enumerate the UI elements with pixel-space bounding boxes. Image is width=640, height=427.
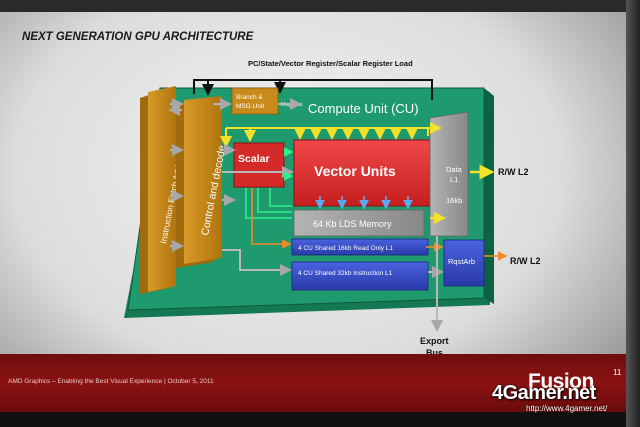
branch-msg-unit xyxy=(231,87,279,115)
instruction-fetch-arbitration-block xyxy=(140,86,176,294)
vector-units-block xyxy=(293,139,431,207)
branch-label-line1: Branch & xyxy=(236,94,263,101)
data-l1-block xyxy=(429,111,469,237)
watermark-name: 4Gamer.net xyxy=(492,382,596,404)
control-arrows xyxy=(168,98,302,252)
register-load-bracket xyxy=(193,79,433,100)
lds-memory-block xyxy=(293,209,425,237)
branch-label-line2: MSG Unit xyxy=(236,103,264,110)
fusion-logo-superscript: 11 xyxy=(613,368,622,377)
green-signal-lines xyxy=(245,147,294,219)
rw-l2-bottom-label: R/W L2 xyxy=(510,256,541,266)
readonly-l1-label: 4 CU Shared 16kb Read Only L1 xyxy=(298,245,393,252)
screen-frame-bottom xyxy=(0,412,640,427)
register-load-label: PC/State/Vector Register/Scalar Register… xyxy=(248,59,413,68)
vector-lds-arrows xyxy=(315,196,413,210)
export-bus-line1: Export xyxy=(420,336,449,346)
export-bus-line2: Bus xyxy=(426,348,443,358)
control-decode-block xyxy=(176,96,222,268)
vector-units-label: Vector Units xyxy=(314,163,396,179)
data-l1-line2: L1 xyxy=(450,175,458,184)
slide-footer-text: AMD Graphics – Enabling the Best Visual … xyxy=(8,378,214,385)
fusion-logo: Fusion xyxy=(528,370,594,393)
lds-memory-label: 64 Kb LDS Memory xyxy=(313,219,392,229)
yellow-data-bus xyxy=(220,122,446,224)
data-l1-line1: Data xyxy=(446,165,463,174)
watermark-url: http://www.4gamer.net/ xyxy=(526,404,608,413)
scalar-unit xyxy=(233,142,285,188)
instruction-l1-label: 4 CU Shared 32kb Instruction L1 xyxy=(298,270,393,277)
slide-title: NEXT GENERATION GPU ARCHITECTURE xyxy=(22,31,254,43)
screen-frame-top xyxy=(0,0,640,12)
instruction-bus-arrows xyxy=(222,236,444,332)
scalar-label: Scalar xyxy=(238,153,270,165)
data-l1-size: 16kb xyxy=(446,196,462,205)
orange-signal-lines xyxy=(251,188,508,261)
cu-title: Compute Unit (CU) xyxy=(308,101,419,116)
rw-l2-top-label: R/W L2 xyxy=(498,167,529,177)
instruction-l1-block xyxy=(291,261,429,291)
screen-frame-right xyxy=(626,0,640,427)
rqstarb-label: RqstArb xyxy=(448,257,475,266)
rqstarb-block xyxy=(443,239,485,287)
